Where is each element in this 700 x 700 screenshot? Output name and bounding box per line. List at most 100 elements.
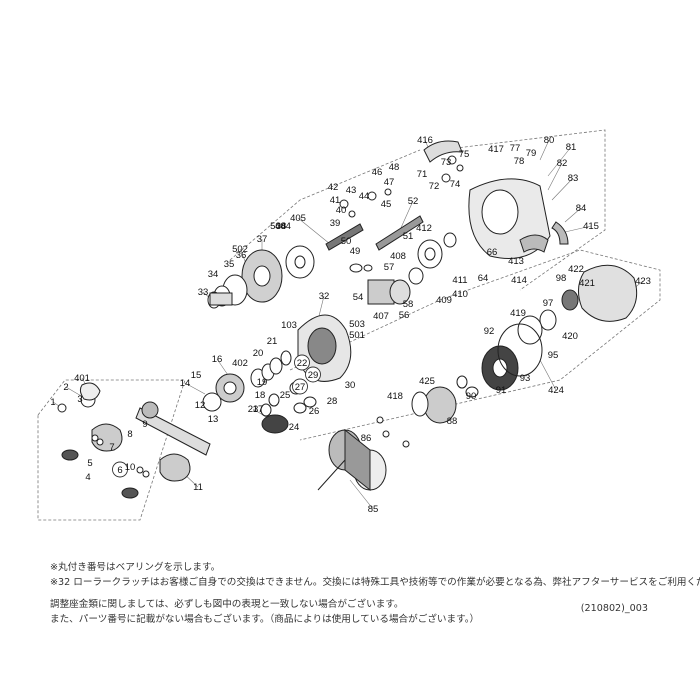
part-number-label: 416 xyxy=(417,135,433,146)
part-number-label: 103 xyxy=(281,320,297,331)
part-number-label: 92 xyxy=(484,326,495,337)
part-shape xyxy=(121,487,139,499)
part-number-label: 15 xyxy=(191,370,202,381)
part-number-label: 32 xyxy=(319,291,330,302)
part-number-label: 45 xyxy=(381,199,392,210)
part-number-label: 17 xyxy=(253,404,264,415)
part-number-label: 22 xyxy=(297,358,308,369)
part-shape xyxy=(159,453,191,482)
parts-drawing xyxy=(57,140,638,499)
part-shape xyxy=(57,403,67,413)
part-number-label: 8 xyxy=(127,429,132,440)
part-labels: 1234567891011121314151617181920212223242… xyxy=(50,135,651,515)
part-number-label: 66 xyxy=(487,247,498,258)
part-number-label: 98 xyxy=(556,273,567,284)
part-shape xyxy=(261,414,289,434)
part-number-label: 46 xyxy=(372,167,383,178)
part-shape xyxy=(456,164,464,172)
part-shape xyxy=(424,247,436,261)
part-number-label: 40 xyxy=(336,205,347,216)
leader-line xyxy=(551,177,574,201)
part-number-label: 82 xyxy=(557,158,568,169)
part-shape xyxy=(141,401,159,419)
part-number-label: 425 xyxy=(419,376,435,387)
part-number-label: 409 xyxy=(436,295,452,306)
part-shape xyxy=(578,264,638,322)
part-number-label: 64 xyxy=(478,273,489,284)
document-id: (210802)_003 xyxy=(580,603,648,614)
part-number-label: 408 xyxy=(390,251,406,262)
leader-line xyxy=(252,408,269,419)
part-number-label: 52 xyxy=(408,196,419,207)
part-number-label: 14 xyxy=(180,378,191,389)
part-shape xyxy=(447,155,457,165)
footnotes: ※丸付き番号はベアリングを示します。 ※32 ローラークラッチはお客様ご自身での… xyxy=(50,561,700,627)
part-shape xyxy=(376,416,384,424)
part-number-label: 26 xyxy=(309,406,320,417)
part-shape xyxy=(519,234,549,253)
part-number-label: 72 xyxy=(429,181,440,192)
leader-line xyxy=(547,146,572,177)
part-number-label: 423 xyxy=(635,276,651,287)
part-number-label: 93 xyxy=(520,373,531,384)
part-shape xyxy=(402,440,410,448)
part-number-label: 11 xyxy=(193,482,203,493)
part-number-label: 21 xyxy=(267,336,278,347)
bearing-marker xyxy=(305,366,321,383)
part-number-label: 28 xyxy=(327,396,338,407)
part-number-label: 58 xyxy=(403,299,414,310)
leader-line xyxy=(539,139,550,161)
bearing-marker xyxy=(292,378,308,395)
part-number-label: 502 xyxy=(232,244,248,255)
leader-line xyxy=(539,359,557,391)
part-number-label: 7 xyxy=(109,442,114,453)
part-number-label: 422 xyxy=(568,264,584,275)
part-shape xyxy=(61,449,79,461)
part-shape xyxy=(497,323,543,377)
leader-line xyxy=(564,225,592,233)
part-shape xyxy=(260,403,272,417)
bearing-marker xyxy=(112,461,128,478)
part-number-label: 12 xyxy=(195,400,206,411)
part-number-label: 401 xyxy=(74,373,90,384)
part-number-label: 41 xyxy=(330,195,341,206)
part-number-label: 414 xyxy=(511,275,527,286)
dashed-frames xyxy=(37,129,661,521)
note-bearing: ※丸付き番号はベアリングを示します。 xyxy=(50,562,221,573)
part-number-label: 73 xyxy=(441,157,452,168)
part-number-label: 75 xyxy=(459,149,470,160)
part-shape xyxy=(96,438,104,446)
part-shape xyxy=(223,381,237,395)
part-number-label: 402 xyxy=(232,358,248,369)
part-number-label: 2 xyxy=(63,382,68,393)
part-number-label: 77 xyxy=(510,143,521,154)
part-shape xyxy=(382,430,390,438)
part-number-label: 19 xyxy=(257,377,268,388)
part-number-label: 4 xyxy=(85,472,90,483)
part-number-label: 51 xyxy=(403,231,414,242)
part-shape xyxy=(269,357,283,375)
part-shape xyxy=(135,407,211,456)
part-shape xyxy=(389,279,411,305)
leader-line xyxy=(349,479,374,510)
part-number-label: 86 xyxy=(361,433,372,444)
part-shape xyxy=(465,386,479,398)
part-number-label: 415 xyxy=(583,221,599,232)
part-shape xyxy=(136,466,144,474)
part-shape xyxy=(325,223,364,251)
part-number-label: 421 xyxy=(579,278,595,289)
part-number-label: 424 xyxy=(548,385,564,396)
part-shape xyxy=(317,459,346,491)
part-number-label: 18 xyxy=(255,390,266,401)
part-number-label: 48 xyxy=(389,162,400,173)
part-shape xyxy=(456,375,468,389)
part-number-label: 27 xyxy=(295,382,306,393)
part-shape xyxy=(202,392,222,412)
part-shape xyxy=(307,327,337,365)
bearing-marker xyxy=(294,354,310,371)
part-shape xyxy=(551,221,569,245)
part-shape xyxy=(294,255,306,269)
part-shape xyxy=(408,267,424,285)
part-number-label: 90 xyxy=(466,391,477,402)
